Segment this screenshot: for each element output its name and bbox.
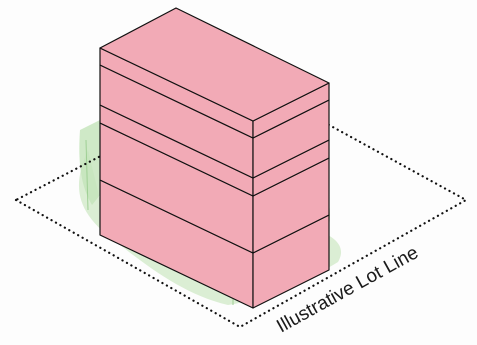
building-massing — [99, 7, 330, 309]
storey-1 — [99, 179, 330, 309]
roof — [99, 7, 330, 122]
